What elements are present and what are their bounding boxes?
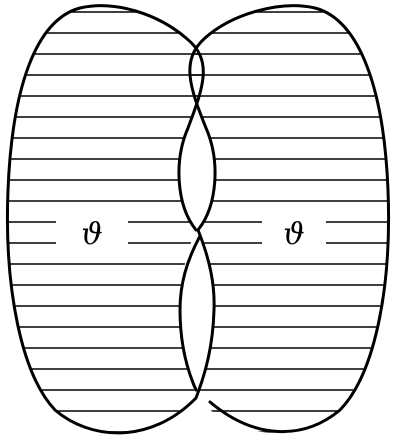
right-region-label: ϑ (283, 217, 304, 252)
right-lobe-inner-strand-lower (196, 230, 214, 398)
left-lobe-inner-strand-lower (180, 236, 200, 390)
left-region-label: ϑ (81, 217, 102, 252)
